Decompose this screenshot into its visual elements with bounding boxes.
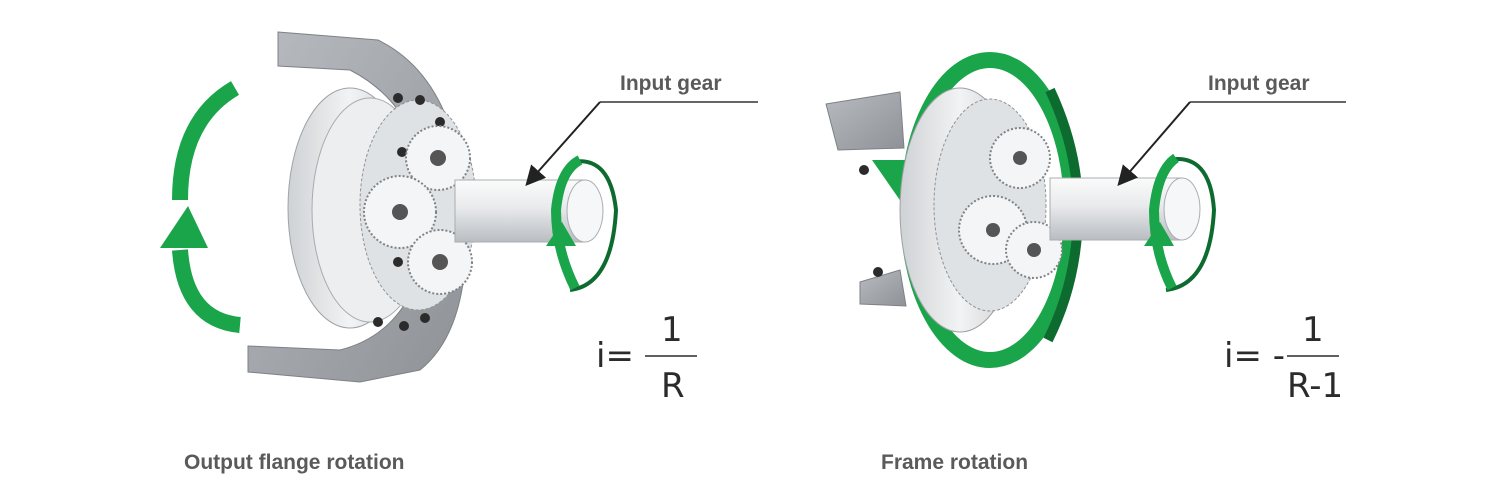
right-formula-lhs: i= - <box>1224 336 1286 376</box>
left-formula-numerator: 1 <box>661 310 683 350</box>
right-assembly <box>825 52 1346 368</box>
right-frame-bracket-top <box>825 91 905 151</box>
right-frame-bracket-bottom <box>859 269 907 307</box>
right-formula-denominator: R-1 <box>1287 366 1344 406</box>
left-output-rotation-arrow-front <box>172 249 242 333</box>
left-formula-lhs: i= <box>596 336 634 376</box>
left-input-gear-label: Input gear <box>620 72 722 95</box>
left-output-rotation-arrow-back <box>172 81 240 201</box>
left-assembly <box>160 31 758 383</box>
right-caption: Frame rotation <box>881 451 1029 474</box>
left-formula-denominator: R <box>661 366 685 406</box>
right-input-gear-label: Input gear <box>1208 72 1310 95</box>
left-input-rotation-arrow <box>569 159 619 292</box>
right-input-rotation-arrow <box>1165 157 1217 292</box>
right-formula-numerator: 1 <box>1302 310 1324 350</box>
left-output-arrowhead <box>160 206 208 248</box>
left-caption: Output flange rotation <box>184 451 405 474</box>
